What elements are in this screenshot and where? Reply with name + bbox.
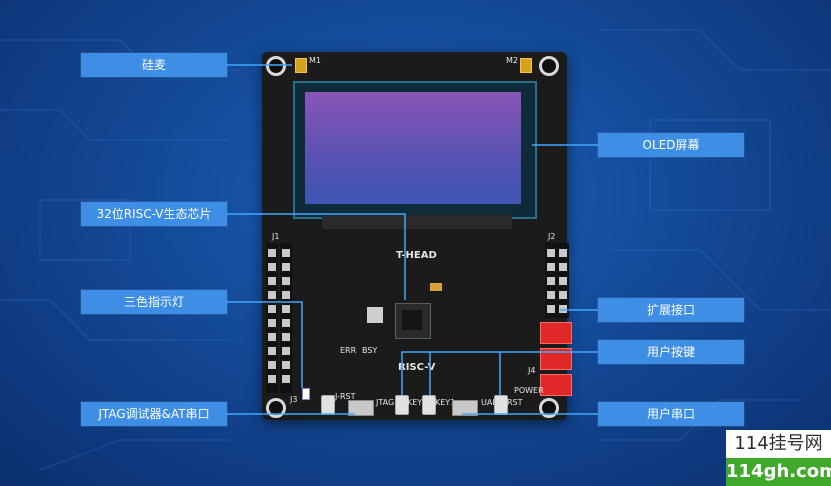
mounting-hole bbox=[266, 398, 286, 418]
label-led: 三色指示灯 bbox=[81, 290, 227, 314]
oled-module bbox=[293, 81, 537, 219]
label-uart: 用户串口 bbox=[598, 402, 744, 426]
bsy-label: BSY bbox=[362, 346, 378, 355]
rgb-led bbox=[302, 388, 310, 400]
riscv-logo-text: RISC-V bbox=[398, 362, 436, 373]
uart-label: UART bbox=[481, 398, 503, 407]
riscv-chip bbox=[395, 303, 431, 339]
component bbox=[367, 307, 383, 323]
red-connector bbox=[540, 348, 572, 370]
watermark-line2: 114gh.com bbox=[726, 458, 831, 486]
header-j1 bbox=[266, 243, 278, 393]
oled-flex-base bbox=[322, 215, 512, 229]
mounting-hole bbox=[539, 398, 559, 418]
label-oled: OLED屏幕 bbox=[598, 133, 744, 157]
mic-m2-label: M2 bbox=[506, 56, 518, 65]
mounting-hole bbox=[539, 56, 559, 76]
thead-logo-text: T-HEAD bbox=[396, 250, 437, 261]
usb-port-uart[interactable] bbox=[452, 400, 478, 416]
header-j1-row2 bbox=[280, 243, 292, 393]
label-user-button: 用户按键 bbox=[598, 340, 744, 364]
jtag-label: JTAG bbox=[376, 398, 395, 407]
mic-m1-label: M1 bbox=[309, 56, 321, 65]
component bbox=[430, 283, 442, 291]
usb-port-jtag[interactable] bbox=[348, 400, 374, 416]
button-key2[interactable] bbox=[395, 395, 409, 415]
j3-label: J3 bbox=[290, 395, 298, 404]
label-chip: 32位RISC-V生态芯片 bbox=[81, 202, 227, 226]
mic-m2 bbox=[520, 58, 532, 73]
button-key1[interactable] bbox=[422, 395, 436, 415]
rst-label: RST bbox=[507, 398, 523, 407]
oled-screen bbox=[305, 92, 521, 204]
header-j2-row2 bbox=[557, 243, 569, 318]
key2-label: KEY2 bbox=[407, 398, 428, 407]
watermark-line1: 114挂号网 bbox=[726, 430, 831, 458]
label-expansion: 扩展接口 bbox=[598, 298, 744, 322]
j2-label: J2 bbox=[548, 232, 556, 241]
header-j2 bbox=[545, 243, 557, 318]
mounting-hole bbox=[266, 56, 286, 76]
red-connector bbox=[540, 374, 572, 396]
mic-m1 bbox=[295, 58, 307, 73]
j-rst-label: J-RST bbox=[335, 392, 356, 401]
label-jtag: JTAG调试器&AT串口 bbox=[81, 402, 227, 426]
j1-label: J1 bbox=[272, 232, 280, 241]
j4-label: J4 bbox=[528, 366, 536, 375]
red-connector bbox=[540, 322, 572, 344]
err-label: ERR bbox=[340, 346, 357, 355]
power-label: POWER bbox=[514, 386, 544, 395]
key1-label: KEY1 bbox=[435, 398, 456, 407]
watermark: 114挂号网 114gh.com bbox=[726, 430, 831, 486]
label-mic: 硅麦 bbox=[81, 53, 227, 77]
